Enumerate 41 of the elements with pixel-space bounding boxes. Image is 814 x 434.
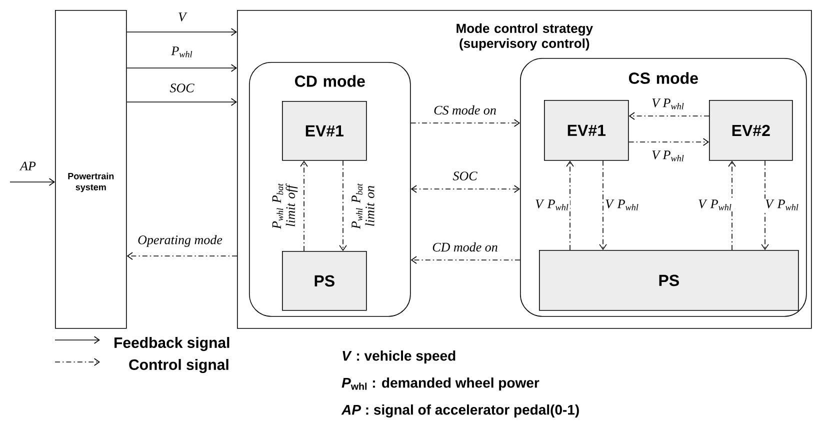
arrow [126, 252, 238, 260]
arrow [10, 178, 55, 186]
arrow [126, 98, 237, 106]
legend-text: Feedback signal [114, 336, 230, 352]
arrow [126, 64, 237, 72]
edge-label: SOC [452, 170, 478, 182]
arrow [761, 160, 769, 250]
system-box: Powertrain system [55, 10, 127, 329]
edge-label: CS mode on [432, 104, 498, 116]
definition-text: AP : signal of accelerator pedal(0-1) [341, 404, 579, 418]
arrow [628, 112, 710, 120]
arrow [410, 256, 520, 264]
edge-label: P$_{whl}$ [170, 46, 194, 58]
arrow [300, 160, 308, 252]
edge-label: Operating mode [136, 234, 224, 248]
controller-box: PS [539, 250, 799, 311]
arrow [410, 185, 520, 193]
edge-label: CD mode on [431, 241, 499, 253]
edge-label: V P$_{whl}$ [604, 198, 640, 212]
definition-text: P$_{whl}$ : demanded wheel power [342, 377, 540, 391]
arrow [126, 28, 237, 36]
edge-label: V P$_{whl}$ [650, 98, 686, 110]
edge-label: V P$_{whl}$ [764, 198, 800, 212]
arrow [628, 138, 709, 146]
arrow [566, 160, 574, 250]
edge-label: AP [19, 160, 37, 172]
edge-label: V [177, 12, 188, 22]
edge-label: V P$_{whl}$ [650, 150, 686, 162]
edge-label: V P$_{whl}$ [697, 198, 733, 212]
arrow [410, 119, 520, 127]
arrow [728, 160, 736, 250]
legend-text: Control signal [129, 358, 228, 374]
arrow [339, 160, 347, 251]
edge-label: SOC [168, 82, 196, 94]
definition-text: V : vehicle speed [342, 350, 456, 364]
edge-label: V P$_{whl}$ [534, 198, 570, 212]
controller-box: EV#1 [282, 101, 367, 161]
controller-box: EV#2 [709, 100, 793, 161]
controller-box: EV#1 [544, 100, 629, 161]
controller-box: PS [282, 251, 367, 311]
arrow [599, 160, 607, 250]
